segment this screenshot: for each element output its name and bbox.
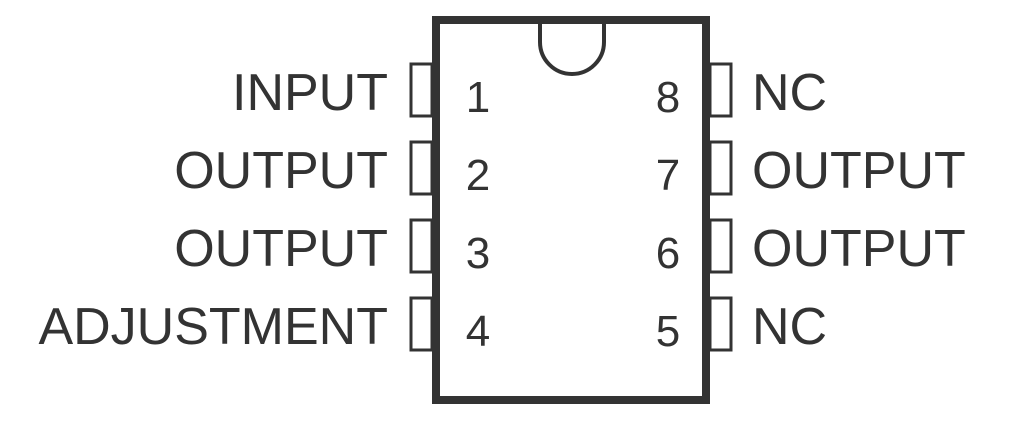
pin-tab-7 [708, 140, 733, 196]
pin-tab-3 [409, 218, 434, 274]
pin-number-8: 8 [656, 73, 680, 122]
pin-label-6: OUTPUT [752, 220, 966, 278]
pin-label-7: OUTPUT [752, 142, 966, 200]
pin-number-2: 2 [466, 151, 490, 200]
pin-label-2: OUTPUT [174, 142, 388, 200]
pin-label-8: NC [752, 64, 827, 122]
pin-number-1: 1 [466, 73, 490, 122]
orientation-notch [538, 20, 606, 76]
pin-tab-8 [708, 62, 733, 118]
pin-tab-5 [708, 296, 733, 352]
pin-tab-1 [409, 62, 434, 118]
pin-number-3: 3 [466, 229, 490, 278]
pin-number-5: 5 [656, 307, 680, 356]
ic-body [432, 16, 710, 404]
pin-tab-2 [409, 140, 434, 196]
pin-label-4: ADJUSTMENT [38, 298, 388, 356]
pin-number-6: 6 [656, 229, 680, 278]
pin-label-5: NC [752, 298, 827, 356]
pin-tab-4 [409, 296, 434, 352]
pin-number-4: 4 [466, 307, 490, 356]
pin-tab-6 [708, 218, 733, 274]
pin-label-3: OUTPUT [174, 220, 388, 278]
pin-label-1: INPUT [232, 64, 388, 122]
pin-number-7: 7 [656, 151, 680, 200]
